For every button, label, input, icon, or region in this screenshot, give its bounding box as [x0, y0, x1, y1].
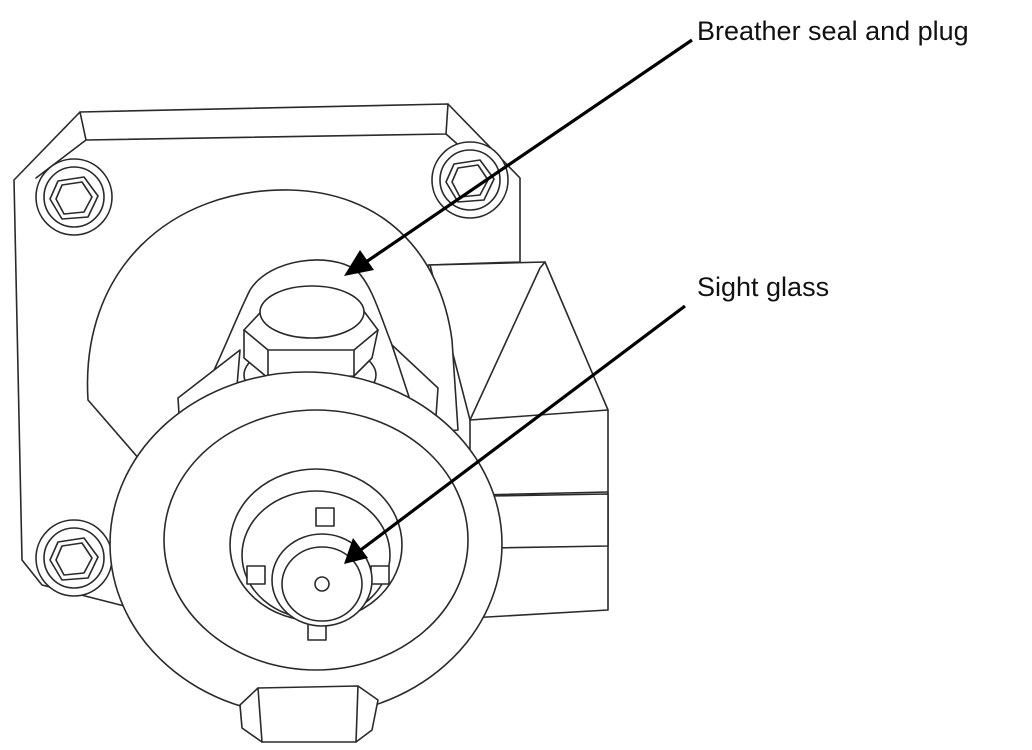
breather-arrow — [344, 38, 693, 276]
sight-glass-label: Sight glass — [697, 272, 830, 302]
breather-seal-label: Breather seal and plug — [697, 16, 969, 46]
bolt-bottom-left — [35, 519, 113, 597]
sight-glass-arrow — [344, 304, 686, 564]
bolt-top-left — [35, 158, 113, 236]
bolt-top-right — [431, 141, 509, 219]
drain-plug — [239, 685, 379, 743]
